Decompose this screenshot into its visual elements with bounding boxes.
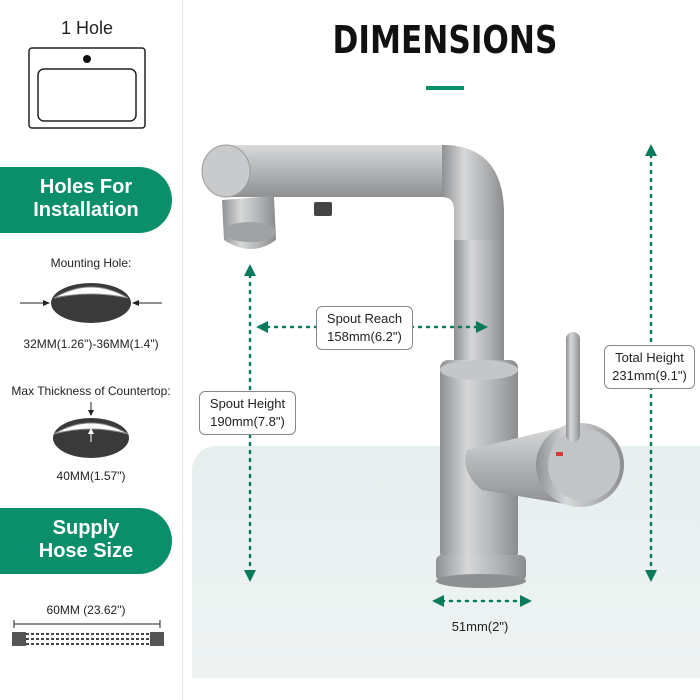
supply-banner-line1: Supply	[52, 517, 120, 539]
holes-installation-banner: Holes For Installation	[0, 167, 172, 233]
holes-banner-line1: Holes For	[39, 176, 133, 198]
spout-reach-label: Spout Reach	[326, 311, 403, 326]
faucet-illustration	[201, 144, 624, 588]
mounting-hole-label: Mounting Hole:	[50, 256, 132, 270]
sink-diagram-icon	[28, 47, 146, 129]
countertop-thickness-icon	[53, 402, 129, 458]
page-title: DIMENSIONS	[332, 18, 558, 62]
mounting-hole-size: 32MM(1.26")-36MM(1.4")	[23, 337, 159, 351]
spout-height-label: Spout Height	[209, 396, 286, 411]
info-column: 1 Hole Holes For Installation Mounting H…	[0, 0, 182, 700]
hose-length-label: 60MM (23.62")	[46, 603, 126, 617]
total-height-box: Total Height 231mm(9.1")	[604, 345, 695, 389]
spout-height-value: 190mm(7.8")	[210, 414, 285, 429]
total-height-label: Total Height	[615, 350, 684, 365]
hole-count-title: 1 Hole	[60, 18, 114, 38]
supply-hose-icon	[12, 620, 164, 646]
spout-reach-value: 158mm(6.2")	[327, 329, 402, 344]
supply-banner-line2: Hose Size	[38, 540, 134, 562]
countertop-thickness-size: 40MM(1.57")	[56, 469, 126, 483]
column-divider	[182, 0, 183, 700]
spout-height-box: Spout Height 190mm(7.8")	[199, 391, 296, 435]
base-width-label: 51mm(2")	[451, 619, 509, 634]
countertop-thickness-label: Max Thickness of Countertop:	[11, 384, 171, 398]
supply-hose-banner: Supply Hose Size	[0, 508, 172, 574]
spout-reach-box: Spout Reach 158mm(6.2")	[316, 306, 413, 350]
holes-banner-line2: Installation	[33, 199, 139, 221]
mounting-hole-icon	[20, 283, 162, 323]
total-height-value: 231mm(9.1")	[612, 368, 687, 383]
title-underline	[426, 86, 464, 90]
